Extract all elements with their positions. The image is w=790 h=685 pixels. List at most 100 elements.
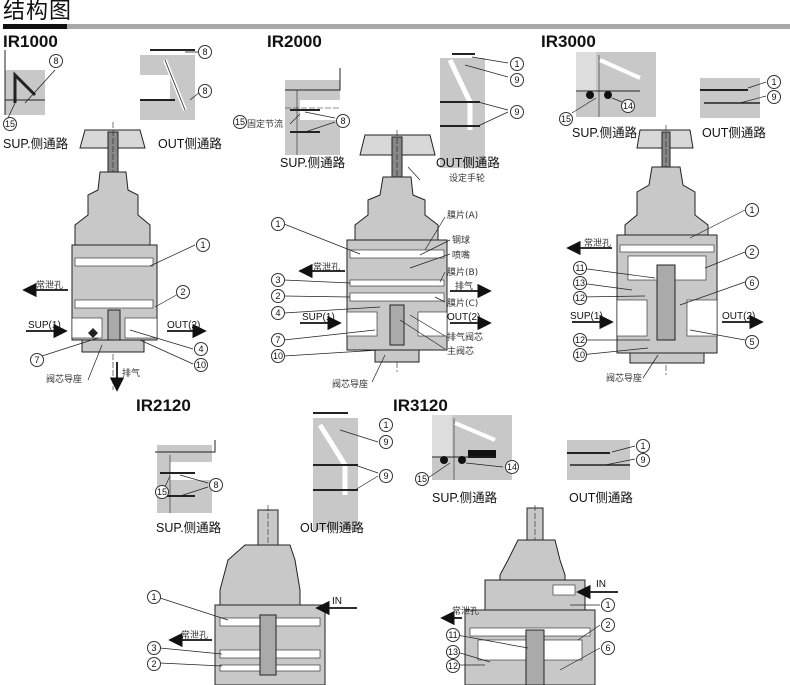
callout-ir3000-6: 6 [745,276,759,290]
callout-ir2120-2: 2 [147,657,161,671]
callout-ir2120-sup-15: 15 [155,485,169,499]
callout-ir3000-out-1: 1 [767,75,781,89]
callout-ir3000-sup-14: 14 [621,99,635,113]
ir3000-sup-detail [571,52,656,117]
ir3000-regulator-body [616,125,718,375]
callout-ir3000-11: 11 [573,261,587,275]
callout-ir1000-sup-8: 8 [49,54,63,68]
ir3000-sup-port-label: SUP(1) [570,311,603,322]
callout-ir3000-12a: 12 [573,291,587,305]
callout-ir1000-2: 2 [176,285,190,299]
callout-ir2000-out-9b: 9 [510,105,524,119]
title-rule [3,24,790,29]
ir1000-bleed-label: 常泄孔 [36,281,64,291]
ir3120-leader-lines [456,604,601,671]
ir2120-in-port-label: IN [332,596,342,607]
callout-ir1000-out-8a: 8 [198,45,212,59]
callout-ir2000-2: 2 [271,289,285,303]
ir2000-main-valve-label: 主阀芯 [447,347,475,357]
ir3000-leader-lines [579,209,746,379]
ir2120-out-detail [313,412,379,530]
ir2000-leader-lines [283,166,451,383]
callout-ir2000-3: 3 [271,273,285,287]
callout-ir2120-out-9a: 9 [379,435,393,449]
callout-ir3000-2: 2 [745,245,759,259]
ir3120-sup-side-label: SUP.侧通路 [432,491,498,505]
ir2000-nozzle-label: 喷嘴 [452,251,471,261]
ir2000-diaphragm-b-label: 膜片(B) [447,268,479,278]
ir3120-out-side-label: OUT侧通路 [569,491,633,505]
ir1000-regulator-body [71,122,158,390]
callout-ir3120-6: 6 [601,641,615,655]
callout-ir3120-13: 13 [446,645,460,659]
callout-ir3000-12b: 12 [573,333,587,347]
ir2000-diaphragm-a-label: 膜片(A) [447,211,479,221]
ir2000-sup-side-label: SUP.侧通路 [280,156,346,170]
ir2000-regulator-body [346,130,448,372]
callout-ir2000-sup-8: 8 [336,114,350,128]
callout-ir2000-out-9a: 9 [510,73,524,87]
ir2000-out-side-label: OUT侧通路 [436,156,500,170]
ir2000-out-port-label: OUT(2) [447,312,481,323]
ir2120-sup-detail [155,440,216,513]
callout-ir2120-3: 3 [147,641,161,655]
ir2120-out-side-label: OUT侧通路 [300,521,364,535]
ir1000-leader-lines [41,244,196,381]
callout-ir1000-7: 7 [30,353,44,367]
ir2120-flow-arrows [168,600,357,648]
ir2000-diaphragm-c-label: 膜片(C) [447,299,479,309]
ir2000-fixed-throttle-label: 固定节流 [247,120,284,130]
callout-ir2120-1: 1 [147,590,161,604]
ir3120-flow-arrows [440,584,618,626]
callout-ir1000-10: 10 [194,358,208,372]
callout-ir1000-sup-15: 15 [3,117,17,131]
model-title-ir3120: IR3120 [393,396,448,415]
callout-ir3120-sup-15: 15 [415,472,429,486]
ir1000-sup-detail [4,50,56,119]
ir1000-flow-arrows [22,282,207,392]
callout-ir1000-4: 4 [194,342,208,356]
ir3000-out-side-label: OUT侧通路 [702,126,766,140]
callout-ir3000-out-9: 9 [767,90,781,104]
model-title-ir2000: IR2000 [267,32,322,51]
ir2000-sup-detail [285,68,341,155]
ir2000-knob-label: 设定手轮 [449,174,486,184]
ir2120-sup-side-label: SUP.侧通路 [156,521,222,535]
callout-ir2120-sup-8: 8 [209,478,223,492]
ir3120-regulator-body [464,505,596,685]
callout-ir2000-out-1: 1 [510,57,524,71]
ir1000-out-detail [140,49,201,120]
model-title-ir1000: IR1000 [3,32,58,51]
callout-ir1000-1: 1 [196,238,210,252]
model-title-ir3000: IR3000 [541,32,596,51]
callout-ir3000-10: 10 [573,348,587,362]
ir2000-valve-guide-label: 阀芯导座 [332,380,369,390]
ir1000-sup-side-label: SUP.侧通路 [3,137,69,151]
callout-ir3120-11: 11 [446,628,460,642]
callout-ir3120-out-1: 1 [636,439,650,453]
callout-ir3120-1: 1 [601,598,615,612]
title-rule-accent [3,24,67,29]
ir2000-bleed-label: 常泄孔 [313,263,341,273]
callout-ir2000-10: 10 [271,349,285,363]
ir2000-out-detail [440,53,509,168]
ir3000-out-detail [700,78,767,118]
callout-ir3120-12: 12 [446,659,460,673]
ir2000-exhaust-valve-label: 排气阀芯 [447,333,484,343]
ir2000-exhaust-label: 排气 [455,282,474,292]
ir1000-out-port-label: OUT(2) [167,320,201,331]
callout-ir3120-sup-14: 14 [505,460,519,474]
callout-ir1000-out-8b: 8 [198,84,212,98]
callout-ir3120-2: 2 [601,618,615,632]
ir3000-out-port-label: OUT(2) [722,311,756,322]
callout-ir2000-sup-15: 15 [233,115,247,129]
callout-ir3000-1: 1 [745,203,759,217]
ir2000-sup-port-label: SUP(1) [302,312,335,323]
ir3120-out-detail [567,440,636,480]
ir3000-bleed-label: 常泄孔 [584,239,612,249]
ir3120-bleed-label: 常泄孔 [452,607,480,617]
callout-ir2120-out-9b: 9 [379,469,393,483]
ir2120-leader-lines [159,597,229,667]
callout-ir3000-13: 13 [573,276,587,290]
